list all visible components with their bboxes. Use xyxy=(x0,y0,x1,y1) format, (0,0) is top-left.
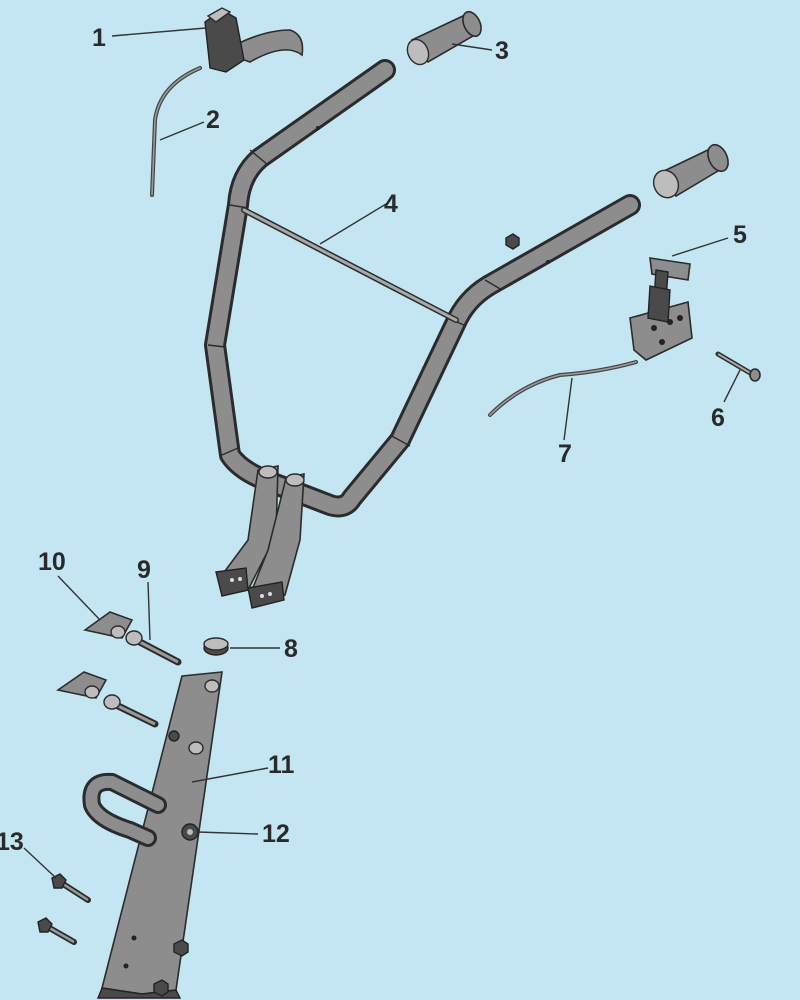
control-lever-assembly xyxy=(629,257,693,361)
callout-1: 1 xyxy=(92,24,106,52)
leader-lines xyxy=(23,27,741,879)
callout-7: 7 xyxy=(558,440,572,468)
callout-8: 8 xyxy=(284,635,298,663)
column-nut xyxy=(173,939,189,957)
throttle-lever xyxy=(204,7,304,73)
left-handle-grip xyxy=(406,10,482,66)
right-handle-grip xyxy=(652,143,729,199)
callout-9: 9 xyxy=(137,556,151,584)
callout-6: 6 xyxy=(711,404,725,432)
spacer-washer xyxy=(203,637,229,656)
wing-clamp-lower xyxy=(56,671,108,699)
callout-2: 2 xyxy=(206,106,220,134)
wing-clamp xyxy=(83,611,134,639)
callout-5: 5 xyxy=(733,221,747,249)
callout-3: 3 xyxy=(495,37,509,65)
handlebar-frame xyxy=(204,59,641,609)
callout-labels: 1 2 3 4 5 6 7 8 9 10 11 12 13 xyxy=(0,24,747,856)
column-washer xyxy=(181,823,199,841)
throttle-cable xyxy=(150,66,202,197)
callout-4: 4 xyxy=(384,190,398,218)
callout-10: 10 xyxy=(38,548,66,576)
callout-11: 11 xyxy=(268,751,295,779)
callout-13: 13 xyxy=(0,828,24,856)
column-nut-lower xyxy=(153,979,169,997)
control-cable xyxy=(488,360,638,417)
mount-bolt xyxy=(125,630,182,666)
column-bolt xyxy=(51,873,91,903)
frame-nut xyxy=(505,233,520,250)
lever-bolt xyxy=(715,351,761,382)
column-bolt-lower xyxy=(37,917,77,945)
lower-support-column xyxy=(82,671,223,999)
callout-12: 12 xyxy=(262,820,290,848)
mount-bolt-lower xyxy=(103,694,159,728)
